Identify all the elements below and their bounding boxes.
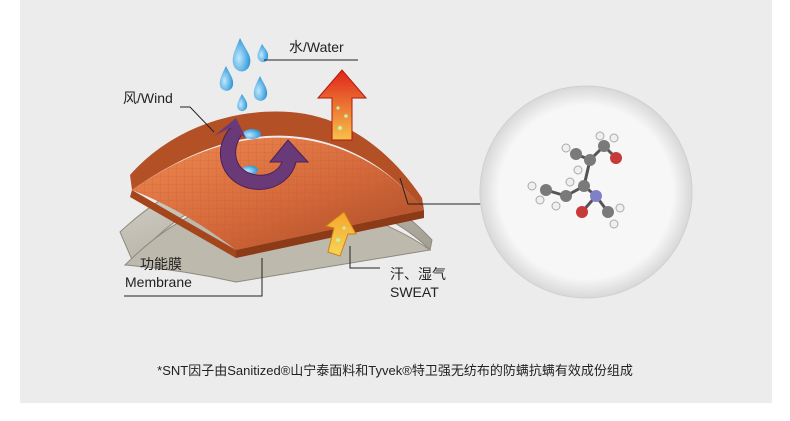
sweat-label-cn: 汗、湿气 [390, 266, 446, 282]
membrane-label-en: Membrane [125, 274, 192, 290]
leader-lines [124, 59, 482, 297]
wind-label: 风/Wind [123, 90, 173, 106]
molecule-circle [479, 85, 693, 299]
water-drops [219, 38, 269, 175]
sweat-label-en: SWEAT [390, 284, 439, 300]
sweat-arrow [324, 211, 357, 257]
membrane-label-cn: 功能膜 [140, 256, 182, 272]
water-label: 水/Water [289, 39, 344, 55]
wind-arrow [214, 118, 310, 190]
outer-fabric-layer [130, 111, 424, 258]
footnote: *SNT因子由Sanitized®山宁泰面料和Tyvek®特卫强无纺布的防螨抗螨… [157, 363, 633, 378]
vapor-up-arrow [316, 69, 368, 141]
molecule-atoms [527, 131, 625, 229]
